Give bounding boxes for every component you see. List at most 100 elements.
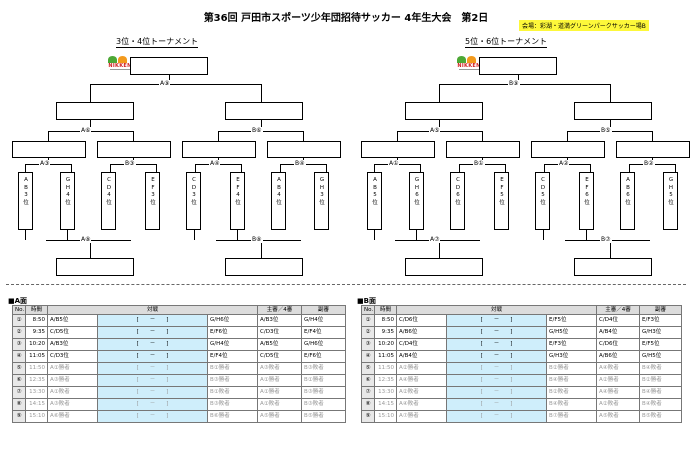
right-line [439, 120, 440, 131]
referee-cell: A⑤勝者 [257, 410, 303, 423]
no-cell: ⑦ [12, 386, 26, 399]
right-line [397, 131, 398, 141]
away-team-cell: E/F6位 [206, 326, 259, 339]
home-team-cell: A④敗者 [396, 398, 447, 411]
right-line [439, 84, 610, 85]
referee-cell: A/B6位 [596, 350, 641, 363]
assistant-referee-cell: E/F4位 [301, 326, 347, 339]
home-team-cell: A/B3位 [47, 338, 98, 351]
away-team-cell: B⑦勝者 [545, 410, 598, 423]
assistant-referee-cell: B④敗者 [639, 362, 683, 375]
no-cell: ③ [12, 338, 26, 351]
referee-cell: A④勝者 [596, 386, 641, 399]
assistant-referee-cell: E/F5位 [639, 338, 683, 351]
assistant-referee-cell: E/F3位 [639, 314, 683, 327]
right-label-q2: B① [473, 160, 485, 167]
time-cell: 11:05 [25, 350, 48, 363]
logo-text: NIKKEN [457, 63, 481, 69]
header-match: 対戦 [395, 305, 598, 315]
section-divider [6, 284, 686, 285]
schedule-b-title: ■B面 [357, 297, 376, 305]
result-cell: [ － ] [446, 386, 547, 399]
result-cell: [ － ] [446, 374, 547, 387]
result-cell: [ － ] [97, 338, 208, 351]
home-team-cell: A/B4位 [396, 350, 447, 363]
time-cell: 14:15 [374, 398, 397, 411]
referee-cell: A⑤敗者 [596, 410, 641, 423]
left-line [90, 84, 261, 85]
referee-cell: A②勝者 [596, 374, 641, 387]
right-line [416, 230, 417, 240]
home-team-cell: A③敗者 [47, 398, 98, 411]
away-team-cell: G/H6位 [206, 314, 259, 327]
left-line [194, 230, 195, 240]
right-label-q1: A① [388, 160, 400, 167]
result-cell: [ － ] [446, 326, 547, 339]
referee-cell: A/B3位 [257, 314, 303, 327]
left-label-q4: B④ [294, 160, 306, 167]
home-team-cell: A③勝者 [47, 374, 98, 387]
away-team-cell: E/F4位 [206, 350, 259, 363]
left-line [218, 131, 219, 141]
right-label-semi-right: B⑤ [600, 127, 612, 134]
referee-cell: C/D4位 [596, 314, 641, 327]
no-cell: ⑧ [361, 398, 375, 411]
assistant-referee-cell: B②勝者 [639, 374, 683, 387]
assistant-referee-cell: B④敗者 [639, 398, 683, 411]
right-line [482, 131, 483, 141]
right-label-bottom-left: A⑦ [429, 236, 441, 243]
left-semi-box-left [56, 102, 134, 120]
right-label-semi-left: A⑤ [429, 127, 441, 134]
home-team-cell: A/B6位 [396, 326, 447, 339]
away-team-cell: B③勝者 [206, 374, 259, 387]
no-cell: ⑤ [12, 362, 26, 375]
assistant-referee-cell: G/H4位 [301, 314, 347, 327]
no-cell: ⑨ [12, 410, 26, 423]
no-cell: ② [361, 326, 375, 339]
home-team-cell: C/D5位 [47, 326, 98, 339]
home-team-cell: A⑦勝者 [396, 410, 447, 423]
right-line [652, 131, 653, 141]
header-no: No. [12, 305, 26, 315]
assistant-referee-cell: B④勝者 [639, 386, 683, 399]
logo-text: NIKKEN [108, 63, 132, 69]
time-cell: 11:05 [374, 350, 397, 363]
right-quarter-box-1 [361, 141, 435, 158]
left-line [25, 230, 26, 240]
left-line [133, 131, 134, 141]
left-line [67, 230, 68, 240]
time-cell: 13:30 [25, 386, 48, 399]
left-tournament-title: 3位・4位トーナメント [116, 37, 199, 48]
away-team-cell: B⑥勝者 [206, 410, 259, 423]
referee-cell: A②敗者 [596, 398, 641, 411]
assistant-referee-cell: G/H6位 [301, 338, 347, 351]
away-team-cell: G/H3位 [545, 350, 598, 363]
referee-cell: C/D6位 [596, 338, 641, 351]
time-cell: 9:35 [374, 326, 397, 339]
left-line [25, 164, 26, 172]
right-bottom-box-right [574, 258, 652, 276]
